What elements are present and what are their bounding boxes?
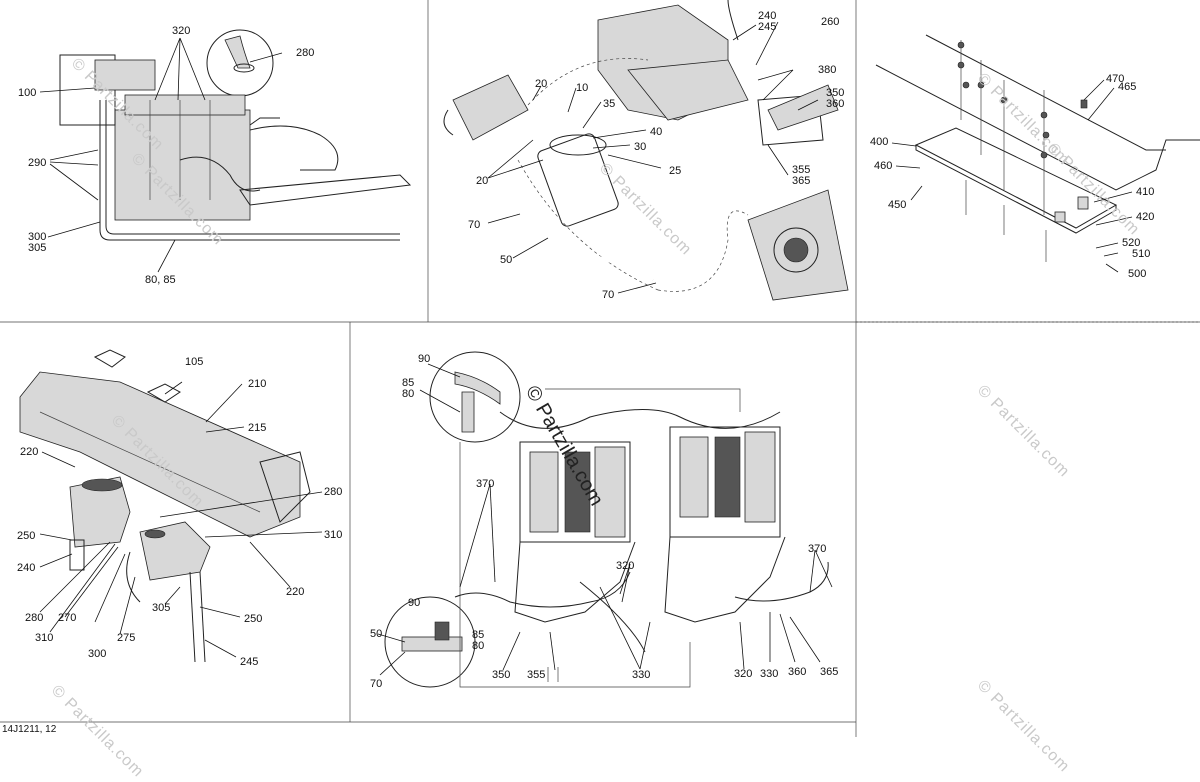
plate-callout-400: 400: [870, 136, 889, 148]
cooling-callout-50: 50: [370, 628, 383, 640]
plate-callout-500: 500: [1128, 268, 1147, 280]
intake-callout-360: 360: [826, 98, 845, 110]
tank-callout-105: 105: [185, 356, 204, 368]
engine-callout-305: 305: [28, 242, 47, 254]
diagram-code: 14J1211, 12: [2, 724, 57, 735]
cooling-callout-330b: 330: [760, 668, 779, 680]
intake-callout-20: 20: [535, 78, 548, 90]
panel-empty: © Partzilla.com © Partzilla.com: [856, 322, 1200, 776]
panel-plate: 470 465 400 460 450 410 420 520 510 500 …: [856, 0, 1200, 322]
plate-callout-470: 470: [1106, 73, 1125, 85]
panel-engine: 320 280 100 290 300 305 80, 85 © Partzil…: [0, 0, 428, 322]
intake-callout-50: 50: [500, 254, 513, 266]
intake-callout-25: 25: [669, 165, 682, 177]
panel-cooling: 90 85 80 370 320 370 90 50 85 80 70 350 …: [350, 322, 856, 722]
intake-callout-380: 380: [818, 64, 837, 76]
plate-callout-450: 450: [888, 199, 907, 211]
intake-callout-240: 240: [758, 10, 777, 22]
tank-drawing: [19, 349, 323, 663]
tank-callout-310: 310: [324, 529, 343, 541]
panel-intake: 240 245 260 380 350 360 20 10 35 40 30 2…: [428, 0, 856, 322]
cooling-callout-370b: 370: [808, 543, 827, 555]
engine-callout-80-85: 80, 85: [145, 274, 176, 286]
intake-callout-245: 245: [758, 21, 777, 33]
intake-callout-35: 35: [603, 98, 616, 110]
intake-callout-260: 260: [821, 16, 840, 28]
cooling-callout-85b: 85: [472, 629, 485, 641]
tank-callout-215: 215: [248, 422, 267, 434]
panel-tank: 105 210 215 220 280 310 250 240 280 310 …: [0, 322, 350, 781]
tank-callout-245: 245: [240, 656, 259, 668]
tank-callout-250b: 250: [244, 613, 263, 625]
intake-callout-10: 10: [576, 82, 589, 94]
plate-callout-410: 410: [1136, 186, 1155, 198]
panel-borders: [0, 0, 1200, 737]
cooling-callout-320: 320: [616, 560, 635, 572]
cooling-callout-85: 85: [402, 377, 415, 389]
tank-callout-305: 305: [152, 602, 171, 614]
cooling-callout-350: 350: [492, 669, 511, 681]
engine-drawing: [39, 29, 412, 273]
tank-callout-210: 210: [248, 378, 267, 390]
intake-callout-40: 40: [650, 126, 663, 138]
tank-callout-310b: 310: [35, 632, 54, 644]
plate-callout-520: 520: [1122, 237, 1141, 249]
tank-callout-250: 250: [17, 530, 36, 542]
tank-callout-275: 275: [117, 632, 136, 644]
intake-callout-20b: 20: [476, 175, 489, 187]
cooling-callout-330: 330: [632, 669, 651, 681]
engine-callout-290: 290: [28, 157, 47, 169]
intake-drawing: [443, 0, 849, 301]
tank-callout-220: 220: [20, 446, 39, 458]
cooling-drawing: [377, 351, 833, 688]
engine-callout-100: 100: [18, 87, 37, 99]
plate-callout-460: 460: [874, 160, 893, 172]
intake-callout-30: 30: [634, 141, 647, 153]
cooling-callout-370: 370: [476, 478, 495, 490]
watermark: © Partzilla.com: [973, 677, 1073, 776]
plate-callout-420: 420: [1136, 211, 1155, 223]
engine-callout-300: 300: [28, 231, 47, 243]
cooling-callout-360: 360: [788, 666, 807, 678]
tank-callout-280b: 280: [25, 612, 44, 624]
intake-callout-350: 350: [826, 87, 845, 99]
cooling-callout-90: 90: [418, 353, 431, 365]
cooling-callout-320b: 320: [734, 668, 753, 680]
watermark: © Partzilla.com: [973, 382, 1073, 481]
cooling-callout-80: 80: [402, 388, 415, 400]
plate-callout-465: 465: [1118, 81, 1137, 93]
intake-callout-70b: 70: [602, 289, 615, 301]
tank-callout-220b: 220: [286, 586, 305, 598]
plate-drawing: [875, 34, 1200, 273]
cooling-callout-80b: 80: [472, 640, 485, 652]
intake-callout-355: 355: [792, 164, 811, 176]
cooling-callout-365: 365: [820, 666, 839, 678]
plate-callout-510: 510: [1132, 248, 1151, 260]
cooling-callout-90b: 90: [408, 597, 421, 609]
tank-callout-280: 280: [324, 486, 343, 498]
intake-callout-365: 365: [792, 175, 811, 187]
tank-callout-240: 240: [17, 562, 36, 574]
intake-callout-70: 70: [468, 219, 481, 231]
cooling-callout-70: 70: [370, 678, 383, 690]
tank-callout-270: 270: [58, 612, 77, 624]
engine-callout-320: 320: [172, 25, 191, 37]
tank-callout-300: 300: [88, 648, 107, 660]
engine-callout-280: 280: [296, 47, 315, 59]
cooling-callout-355: 355: [527, 669, 546, 681]
